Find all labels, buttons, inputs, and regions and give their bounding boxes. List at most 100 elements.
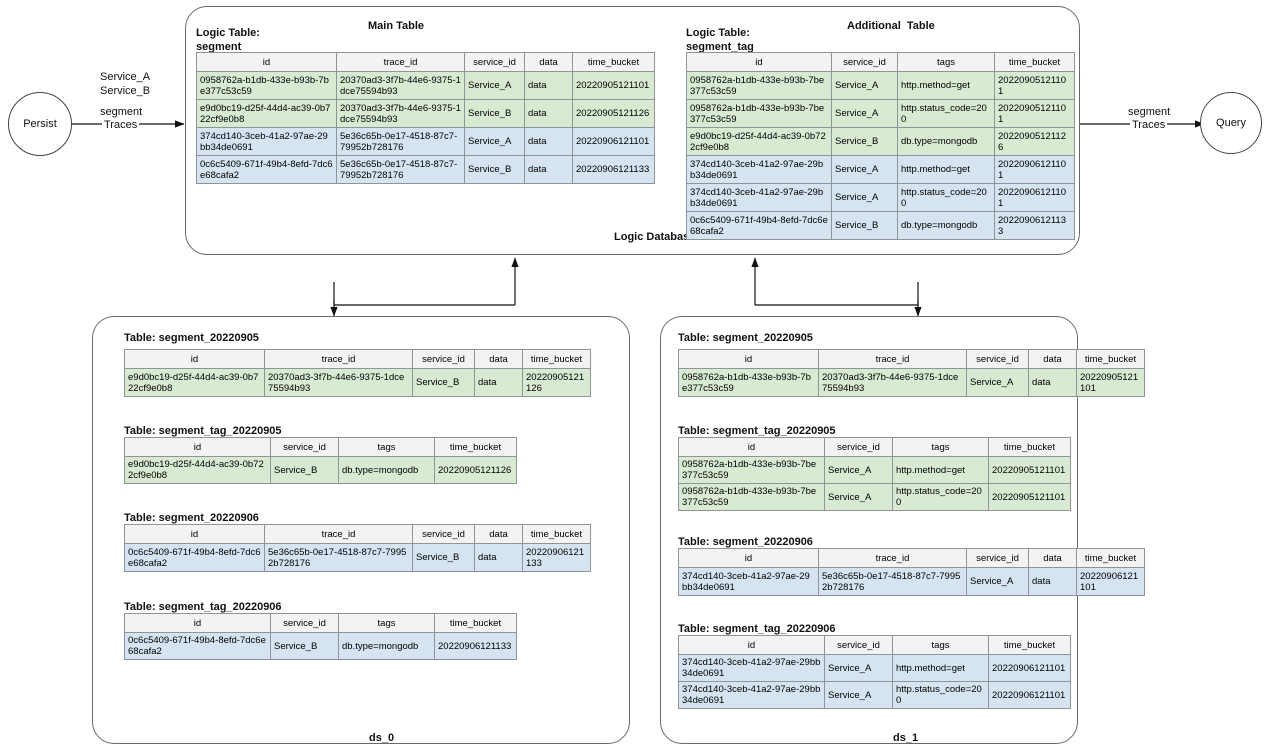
table-row: 374cd140-3ceb-41a2-97ae-29bb34de0691 Ser… xyxy=(678,654,1071,682)
ds1-table2-label: Table: segment_20220906 xyxy=(678,536,813,548)
edge-label-right-traces: Traces xyxy=(1130,118,1168,132)
cell-service-id: Service_A xyxy=(966,368,1029,397)
col-trace-id: trace_id xyxy=(264,349,413,369)
ds0-table0-label: Table: segment_20220905 xyxy=(124,332,259,344)
ds1-table-segment-tag-20220905: id service_id tags time_bucket 0958762a-… xyxy=(678,437,1071,511)
cell-service-id: Service_A xyxy=(831,183,898,212)
cell-id: 0958762a-b1db-433e-b93b-7be377c53c59 xyxy=(196,71,337,100)
cell-time-bucket: 20220906121133 xyxy=(572,155,655,184)
col-id: id xyxy=(124,437,271,457)
cell-tags: db.type=mongodb xyxy=(897,211,995,240)
col-trace-id: trace_id xyxy=(264,524,413,544)
additional-table-title: Additional Table xyxy=(847,20,935,32)
col-data: data xyxy=(474,524,523,544)
col-service-id: service_id xyxy=(824,635,893,655)
cell-trace-id: 5e36c65b-0e17-4518-87c7-79952b728176 xyxy=(264,543,413,572)
cell-id: 0c6c5409-671f-49b4-8efd-7dc6e68cafa2 xyxy=(124,632,271,660)
cell-service-id: Service_A xyxy=(464,71,525,100)
col-time-bucket: time_bucket xyxy=(988,437,1071,457)
cell-id: 0c6c5409-671f-49b4-8efd-7dc6e68cafa2 xyxy=(124,543,265,572)
col-tags: tags xyxy=(892,437,989,457)
col-trace-id: trace_id xyxy=(336,52,465,72)
cell-id: 374cd140-3ceb-41a2-97ae-29bb34de0691 xyxy=(678,681,825,709)
ds0-table2-label: Table: segment_20220906 xyxy=(124,512,259,524)
cell-time-bucket: 20220905121126 xyxy=(572,99,655,128)
col-service-id: service_id xyxy=(966,349,1029,369)
cell-service-id: Service_B xyxy=(412,368,475,397)
main-logic-table-label-line2: segment xyxy=(196,41,242,53)
col-time-bucket: time_bucket xyxy=(572,52,655,72)
col-id: id xyxy=(678,635,825,655)
cell-service-id: Service_B xyxy=(831,127,898,156)
cell-data: data xyxy=(524,99,573,128)
table-header-row: id trace_id service_id data time_bucket xyxy=(124,524,591,544)
edge-label-left-segment: segment xyxy=(100,106,143,118)
table-header-row: id service_id tags time_bucket xyxy=(124,613,517,633)
table-row: e9d0bc19-d25f-44d4-ac39-0b722cf9e0b8 203… xyxy=(196,99,655,128)
col-time-bucket: time_bucket xyxy=(522,349,591,369)
cell-trace-id: 20370ad3-3f7b-44e6-9375-1dce75594b93 xyxy=(336,71,465,100)
cell-time-bucket: 20220906121133 xyxy=(522,543,591,572)
cell-tags: http.method=get xyxy=(892,456,989,484)
col-id: id xyxy=(686,52,832,72)
cell-tags: http.method=get xyxy=(897,71,995,100)
table-row: 0958762a-b1db-433e-b93b-7be377c53c59 Ser… xyxy=(686,71,1075,100)
col-tags: tags xyxy=(892,635,989,655)
cell-id: 0958762a-b1db-433e-b93b-7be377c53c59 xyxy=(678,456,825,484)
col-data: data xyxy=(1028,349,1077,369)
cell-time-bucket: 20220905121101 xyxy=(994,71,1075,100)
cell-service-id: Service_A xyxy=(831,155,898,184)
cell-service-id: Service_A xyxy=(831,71,898,100)
main-table-title: Main Table xyxy=(368,20,425,32)
ds1-table-segment-20220905: id trace_id service_id data time_bucket … xyxy=(678,349,1145,397)
cell-time-bucket: 20220905121126 xyxy=(994,127,1075,156)
col-time-bucket: time_bucket xyxy=(988,635,1071,655)
ds1-table0-label: Table: segment_20220905 xyxy=(678,332,813,344)
table-row: 0c6c5409-671f-49b4-8efd-7dc6e68cafa2 5e3… xyxy=(124,543,591,572)
cell-id: 0c6c5409-671f-49b4-8efd-7dc6e68cafa2 xyxy=(686,211,832,240)
cell-time-bucket: 20220906121101 xyxy=(1076,567,1145,596)
col-time-bucket: time_bucket xyxy=(994,52,1075,72)
cell-id: 374cd140-3ceb-41a2-97ae-29bb34de0691 xyxy=(686,155,832,184)
table-header-row: id service_id tags time_bucket xyxy=(686,52,1075,72)
cell-service-id: Service_B xyxy=(270,456,339,484)
main-logic-table-label-line1: Logic Table: xyxy=(196,27,260,39)
table-header-row: id service_id tags time_bucket xyxy=(678,635,1071,655)
cell-id: 374cd140-3ceb-41a2-97ae-29bb34de0691 xyxy=(678,567,819,596)
col-time-bucket: time_bucket xyxy=(1076,349,1145,369)
cell-time-bucket: 20220906121101 xyxy=(994,155,1075,184)
cell-time-bucket: 20220906121101 xyxy=(572,127,655,156)
cell-service-id: Service_B xyxy=(412,543,475,572)
table-row: e9d0bc19-d25f-44d4-ac39-0b722cf9e0b8 Ser… xyxy=(686,127,1075,156)
additional-table: id service_id tags time_bucket 0958762a-… xyxy=(686,52,1075,240)
cell-trace-id: 5e36c65b-0e17-4518-87c7-79952b728176 xyxy=(336,155,465,184)
ds0-table-segment-20220905: id trace_id service_id data time_bucket … xyxy=(124,349,591,397)
cell-tags: http.method=get xyxy=(892,654,989,682)
cell-tags: http.status_code=200 xyxy=(897,99,995,128)
table-row: 0c6c5409-671f-49b4-8efd-7dc6e68cafa2 5e3… xyxy=(196,155,655,184)
cell-service-id: Service_A xyxy=(831,99,898,128)
edge-label-right-segment: segment xyxy=(1128,106,1171,118)
col-tags: tags xyxy=(338,437,435,457)
node-persist[interactable]: Persist xyxy=(8,92,72,156)
additional-logic-table-label-line1: Logic Table: xyxy=(686,27,750,39)
col-tags: tags xyxy=(338,613,435,633)
col-service-id: service_id xyxy=(270,613,339,633)
table-header-row: id service_id tags time_bucket xyxy=(678,437,1071,457)
cell-id: 374cd140-3ceb-41a2-97ae-29bb34de0691 xyxy=(686,183,832,212)
cell-data: data xyxy=(524,127,573,156)
table-row: 0c6c5409-671f-49b4-8efd-7dc6e68cafa2 Ser… xyxy=(124,632,517,660)
cell-time-bucket: 20220905121101 xyxy=(988,456,1071,484)
cell-time-bucket: 20220905121126 xyxy=(522,368,591,397)
table-row: 0c6c5409-671f-49b4-8efd-7dc6e68cafa2 Ser… xyxy=(686,211,1075,240)
table-header-row: id service_id tags time_bucket xyxy=(124,437,517,457)
cell-time-bucket: 20220906121133 xyxy=(434,632,517,660)
cell-trace-id: 20370ad3-3f7b-44e6-9375-1dce75594b93 xyxy=(818,368,967,397)
col-time-bucket: time_bucket xyxy=(434,613,517,633)
col-service-id: service_id xyxy=(412,349,475,369)
node-query[interactable]: Query xyxy=(1200,92,1262,154)
edge-label-left-service-a: Service_A xyxy=(100,71,151,83)
table-row: 374cd140-3ceb-41a2-97ae-29bb34de0691 Ser… xyxy=(686,183,1075,212)
cell-id: e9d0bc19-d25f-44d4-ac39-0b722cf9e0b8 xyxy=(124,368,265,397)
cell-tags: db.type=mongodb xyxy=(338,632,435,660)
